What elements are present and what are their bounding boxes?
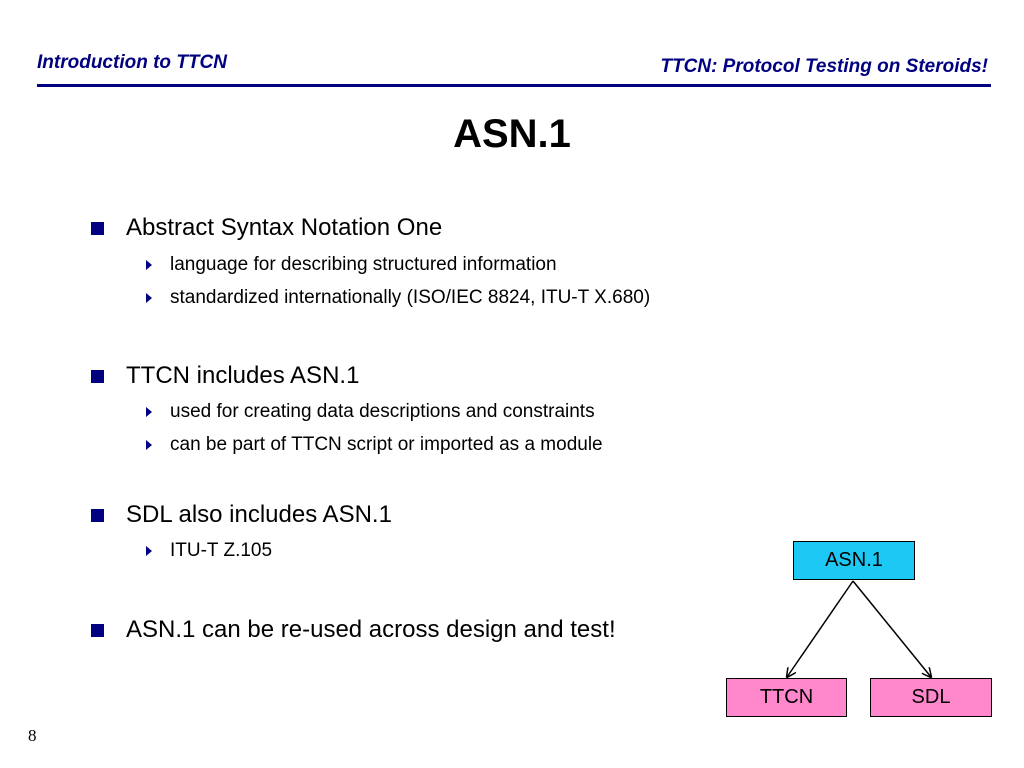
sub-bullet-text: ITU-T Z.105 — [170, 540, 273, 561]
bullet-text: TTCN includes ASN.1 — [126, 362, 360, 389]
arrow-bullet-icon — [146, 440, 152, 450]
sub-bullet-text: can be part of TTCN script or imported a… — [170, 434, 603, 455]
bullet-text: SDL also includes ASN.1 — [126, 501, 392, 528]
square-bullet-icon — [91, 222, 104, 235]
header-left-title: Introduction to TTCN — [37, 52, 227, 73]
header-right-title: TTCN: Protocol Testing on Steroids! — [660, 56, 988, 77]
connector-asn-to-ttcn — [787, 580, 854, 677]
sub-bullet-text: used for creating data descriptions and … — [170, 401, 595, 422]
page-number: 8 — [28, 726, 37, 745]
square-bullet-icon — [91, 624, 104, 637]
bullet-text: Abstract Syntax Notation One — [126, 214, 443, 241]
arrow-bullet-icon — [146, 260, 152, 270]
sub-bullet-text: standardized internationally (ISO/IEC 88… — [170, 287, 651, 308]
arrow-bullet-icon — [146, 407, 152, 417]
arrow-bullet-icon — [146, 293, 152, 303]
sub-bullet-text: language for describing structured infor… — [170, 254, 557, 275]
header-divider — [37, 84, 991, 87]
slide-title: ASN.1 — [453, 112, 571, 156]
asn1-root-node: ASN.1 — [793, 541, 915, 580]
connector-asn-to-sdl — [852, 580, 931, 677]
sdl-child-node: SDL — [870, 678, 992, 717]
ttcn-child-node: TTCN — [726, 678, 847, 717]
square-bullet-icon — [91, 370, 104, 383]
bullet-text: ASN.1 can be re-used across design and t… — [126, 616, 616, 643]
square-bullet-icon — [91, 509, 104, 522]
arrow-bullet-icon — [146, 546, 152, 556]
